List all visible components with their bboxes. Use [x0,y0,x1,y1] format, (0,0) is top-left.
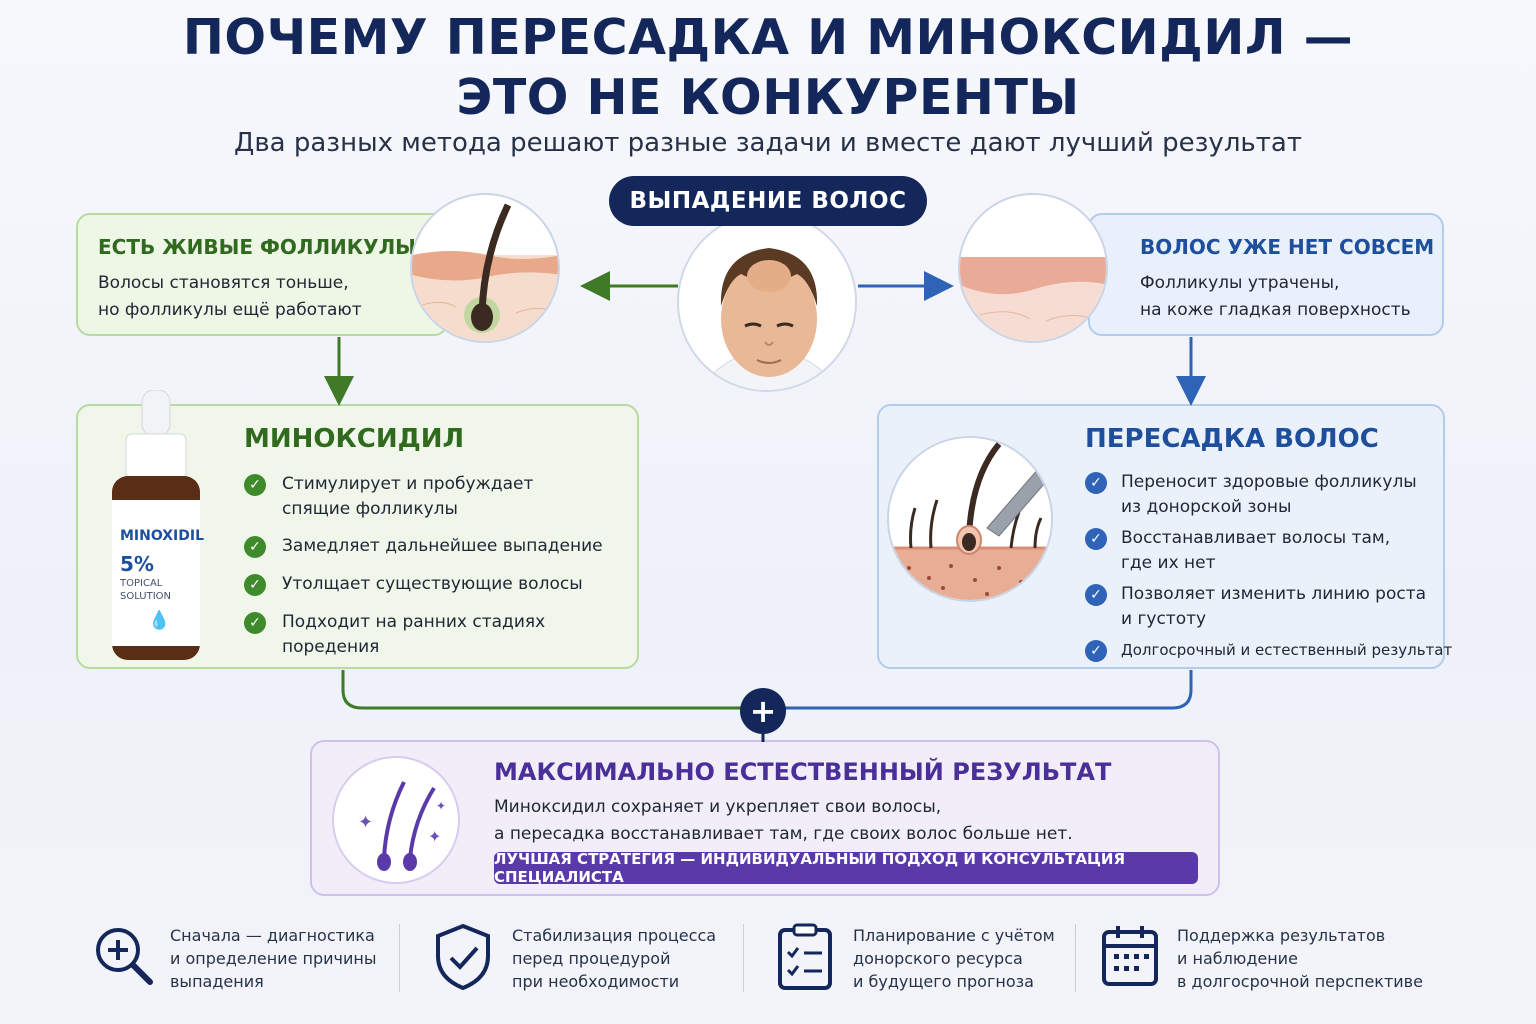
footer-line: Поддержка результатов [1177,926,1386,945]
live-follicles-text: Волосы становятся тоньше, но фолликулы е… [98,270,362,324]
item-line: и густоту [1121,609,1207,629]
footer-divider [1075,924,1076,992]
svg-text:✦: ✦ [436,799,446,813]
minoxidil-title: МИНОКСИДИЛ [244,424,465,454]
calendar-icon [1100,924,1160,988]
transplant-illustration [887,436,1053,602]
check-icon: ✓ [1085,584,1107,606]
page-subtitle: Два разных метода решают разные задачи и… [234,128,1302,158]
result-text: Миноксидил сохраняет и укрепляет свои во… [494,794,1073,848]
footer-line: и определение причины [170,949,377,968]
footer-line: при необходимости [512,972,680,991]
result-title: МАКСИМАЛЬНО ЕСТЕСТВЕННЫЙ РЕЗУЛЬТАТ [494,758,1112,786]
bottle-strength: 5% [120,552,154,576]
magnifier-plus-icon [92,924,158,990]
footer-line: выпадения [170,972,264,991]
item-line: из донорской зоны [1121,497,1292,517]
check-icon: ✓ [244,536,266,558]
live-follicles-card: ЕСТЬ ЖИВЫЕ ФОЛЛИКУЛЫ Волосы становятся т… [76,213,448,336]
footer-item-4: Поддержка результатов и наблюдение в дол… [1177,924,1423,993]
footer-line: Планирование с учётом [853,926,1055,945]
item-line: где их нет [1121,553,1216,573]
hair-strands-icon: ✦ ✦ ✦ [332,756,460,884]
droplet-icon: 💧 [148,610,171,631]
bottle-type-1: TOPICAL [120,578,163,589]
result-line-1: Миноксидил сохраняет и укрепляет свои во… [494,797,942,817]
item-line: Подходит на ранних стадиях [282,612,546,632]
live-follicles-title: ЕСТЬ ЖИВЫЕ ФОЛЛИКУЛЫ [98,235,416,259]
hair-loss-pill: ВЫПАДЕНИЕ ВОЛОС [609,176,927,226]
footer-item-2: Стабилизация процесса перед процедурой п… [512,924,716,993]
page-title: ПОЧЕМУ ПЕРЕСАДКА И МИНОКСИДИЛ — ЭТО НЕ К… [0,8,1536,128]
live-follicles-line-2: но фолликулы ещё работают [98,300,362,320]
shield-check-icon [432,922,494,992]
footer-item-1: Сначала — диагностика и определение прич… [170,924,376,993]
item-line: Долгосрочный и естественный результат [1121,641,1453,659]
footer-divider [743,924,744,992]
footer-line: донорского ресурса [853,949,1023,968]
item-line: поредения [282,637,380,657]
combine-line-right [784,670,1193,710]
follicle-illustration [410,193,560,343]
check-icon: ✓ [1085,528,1107,550]
title-line-2: ЭТО НЕ КОНКУРЕНТЫ [456,69,1080,126]
check-icon: ✓ [244,612,266,634]
result-line-2: а пересадка восстанавливает там, где сво… [494,824,1073,844]
item-line: спящие фолликулы [282,499,458,519]
bottle-type-2: SOLUTION [120,591,172,602]
footer-line: Сначала — диагностика [170,926,375,945]
footer-line: в долгосрочной перспективе [1177,972,1423,991]
no-hair-title: ВОЛОС УЖЕ НЕТ СОВСЕМ [1140,235,1435,259]
bottle-brand: MINOXIDIL [120,528,205,544]
item-line: Замедляет дальнейшее выпадение [282,536,603,556]
no-hair-card: ВОЛОС УЖЕ НЕТ СОВСЕМ Фолликулы утрачены,… [1088,213,1444,336]
balding-man-illustration [677,212,857,392]
title-line-1: ПОЧЕМУ ПЕРЕСАДКА И МИНОКСИДИЛ — [182,9,1354,66]
item-line: Позволяет изменить линию роста [1121,584,1427,604]
svg-text:✦: ✦ [428,827,441,846]
check-icon: ✓ [244,574,266,596]
item-line: Стимулирует и пробуждает [282,474,534,494]
footer-line: и наблюдение [1177,949,1298,968]
item-line: Утолщает существующие волосы [282,574,583,594]
result-card: ✦ ✦ ✦ МАКСИМАЛЬНО ЕСТЕСТВЕННЫЙ РЕЗУЛЬТАТ… [310,740,1220,896]
combine-line-left [341,670,742,710]
footer-item-3: Планирование с учётом донорского ресурса… [853,924,1055,993]
check-icon: ✓ [244,474,266,496]
footer-line: Стабилизация процесса [512,926,717,945]
live-follicles-line-1: Волосы становятся тоньше, [98,273,349,293]
item-line: Переносит здоровые фолликулы [1121,472,1417,492]
checklist-icon [776,922,834,992]
footer-divider [399,924,400,992]
smooth-skin-illustration [958,193,1108,343]
footer-line: и будущего прогноза [853,972,1034,991]
check-icon: ✓ [1085,640,1107,662]
no-hair-line-2: на коже гладкая поверхность [1140,300,1411,320]
transplant-title: ПЕРЕСАДКА ВОЛОС [1085,424,1379,454]
check-icon: ✓ [1085,472,1107,494]
item-line: Восстанавливает волосы там, [1121,528,1391,548]
no-hair-text: Фолликулы утрачены, на коже гладкая пове… [1140,270,1411,324]
strategy-banner: ЛУЧШАЯ СТРАТЕГИЯ — ИНДИВИДУАЛЬНЫЙ ПОДХОД… [494,850,1198,886]
minoxidil-bottle: MINOXIDIL 5% TOPICAL SOLUTION 💧 [108,389,205,662]
plus-icon: + [740,688,786,734]
no-hair-line-1: Фолликулы утрачены, [1140,273,1340,293]
svg-text:✦: ✦ [358,812,373,833]
footer-line: перед процедурой [512,949,671,968]
